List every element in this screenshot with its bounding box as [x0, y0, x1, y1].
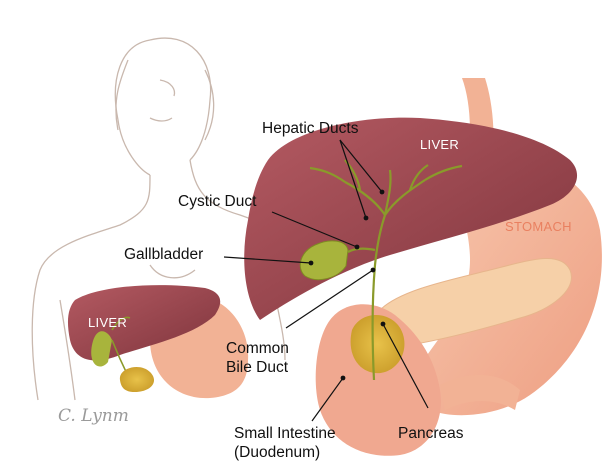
- artist-signature: C. Lynm: [58, 406, 129, 426]
- label-pancreas: Pancreas: [398, 424, 463, 443]
- label-common-bile-duct-1: Common: [226, 339, 289, 358]
- label-liver-large: LIVER: [420, 137, 459, 152]
- label-stomach: STOMACH: [505, 219, 572, 234]
- label-cystic-duct: Cystic Duct: [178, 192, 256, 211]
- label-small-intestine-2: (Duodenum): [234, 443, 320, 462]
- label-gallbladder: Gallbladder: [124, 245, 203, 264]
- label-liver-small: LIVER: [88, 315, 127, 330]
- label-common-bile-duct-2: Bile Duct: [226, 358, 288, 377]
- small-organs: [68, 285, 248, 398]
- pancreas-head: [351, 315, 405, 373]
- label-hepatic-ducts: Hepatic Ducts: [262, 119, 358, 138]
- label-small-intestine-1: Small Intestine: [234, 424, 336, 443]
